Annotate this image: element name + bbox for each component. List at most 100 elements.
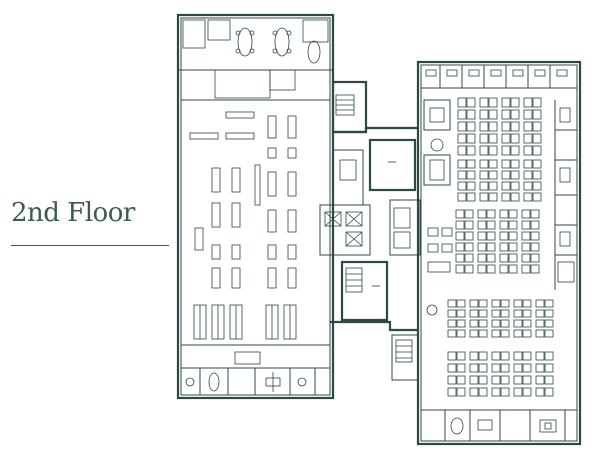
workstation — [486, 242, 496, 252]
west-open-office — [189, 111, 297, 340]
workstation — [521, 253, 531, 263]
workstation — [456, 363, 466, 373]
workstation — [521, 209, 531, 219]
workstation — [530, 242, 540, 252]
workstation — [469, 387, 479, 397]
workstation — [486, 231, 496, 241]
workstation — [477, 253, 487, 263]
workstation — [513, 375, 523, 385]
workstation — [535, 309, 545, 318]
workstation — [469, 363, 479, 373]
workstation — [491, 299, 501, 308]
east-workstations — [447, 97, 554, 397]
workstation — [477, 209, 487, 219]
workstation — [510, 181, 520, 191]
workstation — [499, 242, 509, 252]
workstation — [523, 181, 533, 191]
workstation — [469, 299, 479, 308]
workstation — [499, 253, 509, 263]
workstation — [500, 319, 510, 328]
workstation — [499, 220, 509, 230]
workstation — [508, 264, 518, 274]
workstation — [510, 145, 520, 156]
workstation — [530, 253, 540, 263]
workstation — [522, 299, 532, 308]
workstation — [510, 133, 520, 144]
workstation — [457, 181, 467, 191]
workstation — [456, 375, 466, 385]
workstation — [530, 231, 540, 241]
workstation — [479, 97, 489, 108]
workstation — [466, 109, 476, 120]
workstation — [457, 121, 467, 132]
workstation — [523, 133, 533, 144]
workstation — [491, 375, 501, 385]
workstation — [447, 363, 457, 373]
east-north-offices — [421, 65, 577, 89]
workstation — [491, 387, 501, 397]
workstation — [501, 121, 511, 132]
workstation — [510, 170, 520, 180]
workstation — [535, 375, 545, 385]
workstation — [544, 299, 554, 308]
workstation — [530, 220, 540, 230]
workstation — [457, 170, 467, 180]
workstation — [478, 387, 488, 397]
workstation — [457, 192, 467, 202]
workstation — [500, 309, 510, 318]
workstation — [464, 231, 474, 241]
workstation — [455, 242, 465, 252]
workstation — [479, 159, 489, 169]
workstation — [488, 181, 498, 191]
workstation — [478, 351, 488, 361]
workstation — [479, 170, 489, 180]
workstation — [464, 242, 474, 252]
workstation — [523, 170, 533, 180]
workstation — [491, 329, 501, 338]
workstation — [479, 181, 489, 191]
workstation — [466, 145, 476, 156]
workstation — [447, 309, 457, 318]
workstation — [479, 133, 489, 144]
workstation — [466, 192, 476, 202]
conference-tables-north — [235, 27, 321, 64]
workstation — [478, 329, 488, 338]
workstation — [522, 319, 532, 328]
workstation — [466, 159, 476, 169]
workstation — [535, 299, 545, 308]
workstation — [488, 121, 498, 132]
workstation — [500, 329, 510, 338]
workstation — [447, 375, 457, 385]
workstation — [500, 375, 510, 385]
workstation — [469, 309, 479, 318]
workstation — [500, 299, 510, 308]
workstation — [513, 319, 523, 328]
workstation — [523, 121, 533, 132]
workstation — [466, 181, 476, 191]
workstation — [522, 351, 532, 361]
workstation — [469, 319, 479, 328]
workstation — [447, 329, 457, 338]
workstation — [455, 231, 465, 241]
workstation — [447, 351, 457, 361]
workstation — [522, 329, 532, 338]
workstation — [532, 97, 542, 108]
workstation — [499, 231, 509, 241]
east-side-offices — [554, 100, 577, 290]
workstation — [513, 363, 523, 373]
workstation — [488, 145, 498, 156]
workstation — [501, 170, 511, 180]
workstation — [513, 329, 523, 338]
workstation — [510, 159, 520, 169]
workstation — [508, 209, 518, 219]
workstation — [501, 145, 511, 156]
workstation — [486, 220, 496, 230]
workstation — [447, 319, 457, 328]
workstation — [544, 351, 554, 361]
workstation — [544, 375, 554, 385]
workstation — [510, 121, 520, 132]
workstation — [508, 220, 518, 230]
workstation — [456, 387, 466, 397]
workstation — [510, 192, 520, 202]
